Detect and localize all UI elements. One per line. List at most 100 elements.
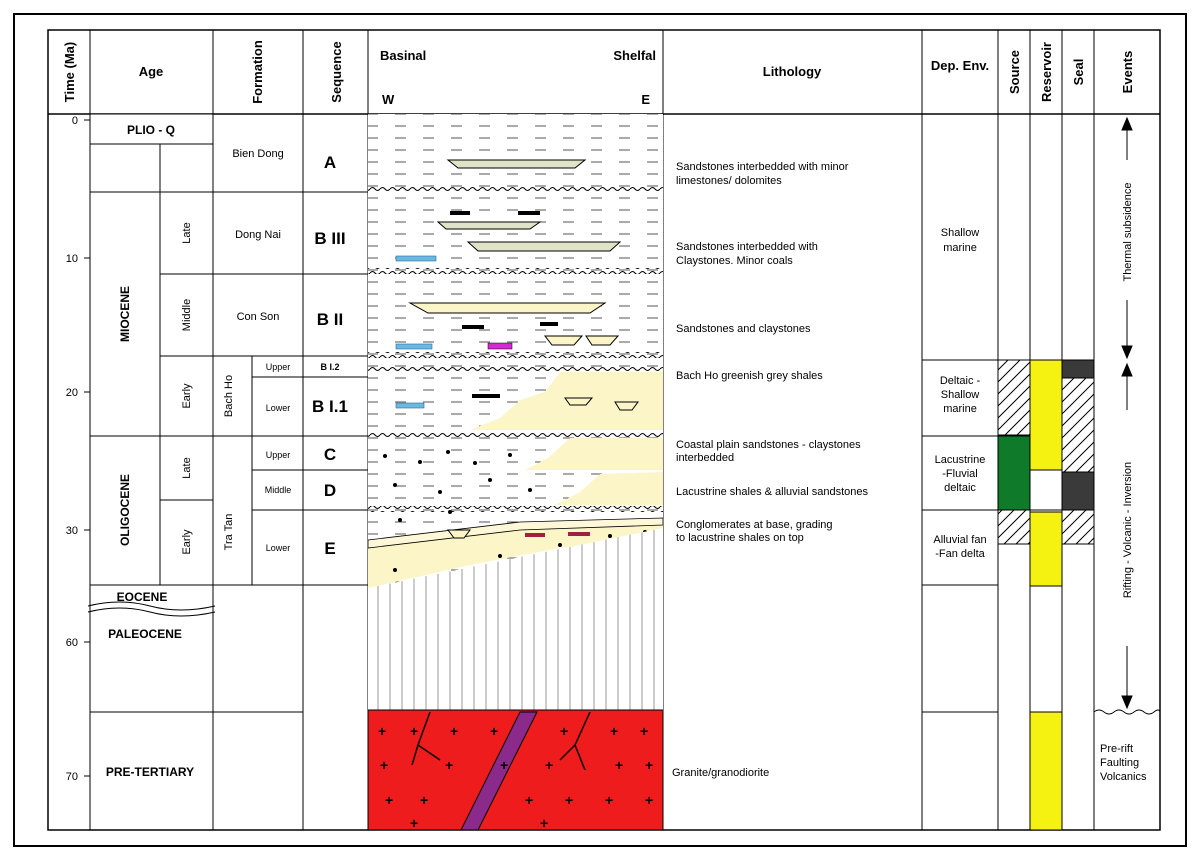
conglomerate-wedge — [368, 520, 663, 588]
event-pre-rift-2: Faulting — [1100, 757, 1139, 769]
volcanic-band — [487, 342, 513, 350]
sequence-c: C — [324, 445, 336, 464]
sequence-b12: B I.2 — [320, 362, 339, 372]
svg-text:+: + — [645, 792, 653, 808]
sequence-b11: B I.1 — [312, 397, 348, 416]
source-rock-interval — [997, 435, 1031, 511]
seal-hatch-2 — [1061, 509, 1095, 545]
reservoir-interval-3 — [1029, 711, 1063, 831]
granite-crosses: +++ +++ +++ +++ +++ +++ +++ — [378, 723, 653, 831]
subage-miocene-early: Early — [181, 383, 193, 409]
dep-env-fan-2: -Fan delta — [935, 548, 985, 560]
events-arrows — [1121, 116, 1133, 710]
header-dep-env-text: Dep. Env. — [931, 58, 989, 73]
lithology-2a: Sandstones interbedded with — [676, 241, 818, 253]
formation-middle-2: Middle — [265, 485, 292, 495]
event-rifting: Rifting - Volcanic - Inversion — [1122, 462, 1134, 598]
subage-miocene-late: Late — [181, 222, 193, 243]
lithology-1a: Sandstones interbedded with minor — [676, 161, 849, 173]
dep-env-shallow-1: Shallow — [941, 227, 980, 239]
age-eocene: EOCENE — [117, 590, 168, 604]
events-pre-rift: Pre-rift Faulting Volcanics — [1100, 743, 1147, 783]
svg-text:+: + — [385, 792, 393, 808]
sand-lenses — [408, 159, 639, 539]
time-tick-10: 10 — [66, 253, 78, 265]
lithology-5a: Coastal plain sandstones - claystones — [676, 439, 861, 451]
svg-text:+: + — [610, 723, 618, 739]
header-shelfal: Shelfal — [613, 48, 656, 63]
lithology-descriptions: Sandstones interbedded with minor limest… — [672, 161, 869, 779]
age-plio-q: PLIO - Q — [127, 123, 175, 137]
dep-env-labels: Shallow marine Deltaic - Shallow marine … — [933, 227, 986, 560]
sequence-b2: B II — [317, 310, 343, 329]
reservoir-interval-2 — [1029, 511, 1063, 587]
lithology-4: Bach Ho greenish grey shales — [676, 370, 823, 382]
time-tick-60: 60 — [66, 637, 78, 649]
time-tick-30: 30 — [66, 525, 78, 537]
subage-oligocene-early: Early — [181, 529, 193, 555]
dep-env-lac-2: -Fluvial — [942, 468, 977, 480]
header-seal: Seal — [1071, 59, 1086, 86]
svg-text:+: + — [450, 723, 458, 739]
svg-text:+: + — [615, 757, 623, 773]
svg-text:+: + — [490, 723, 498, 739]
header-lithology: Lithology — [763, 64, 822, 79]
dep-env-deltaic-1: Deltaic - — [940, 375, 981, 387]
formation-tra-tan: Tra Tan — [223, 514, 235, 551]
subage-miocene-middle: Middle — [181, 299, 193, 331]
svg-text:+: + — [410, 723, 418, 739]
seal-hatch-1 — [1061, 377, 1095, 473]
oligocene-volcanic-bands — [525, 532, 590, 537]
lithology-5b: interbedded — [676, 452, 734, 464]
header-age: Age — [139, 64, 164, 79]
subage-oligocene-late: Late — [181, 457, 193, 478]
lithology-8: Granite/granodiorite — [672, 767, 769, 779]
outer-frame — [13, 13, 1187, 847]
source-hatch-upper — [997, 359, 1031, 436]
svg-text:+: + — [420, 792, 428, 808]
dep-env-lac-3: deltaic — [944, 482, 976, 494]
formation-upper-2: Upper — [266, 450, 291, 460]
formation-lower-1: Lower — [266, 403, 291, 413]
svg-text:+: + — [525, 792, 533, 808]
svg-text:+: + — [380, 757, 388, 773]
svg-text:+: + — [560, 723, 568, 739]
time-tick-marks — [84, 119, 90, 777]
reservoir-interval-1 — [1029, 359, 1063, 471]
formation-bien-dong: Bien Dong — [232, 148, 283, 160]
event-thermal-subsidence: Thermal subsidence — [1122, 182, 1134, 281]
header-dep-env: Dep. Env. — [931, 58, 989, 73]
volcanic-dyke — [460, 711, 538, 831]
basement-faults — [411, 711, 591, 771]
sequence-grid — [303, 191, 368, 586]
header-source: Source — [1007, 50, 1022, 94]
svg-text:+: + — [540, 815, 548, 831]
sequence-e: E — [324, 539, 335, 558]
header-west: W — [382, 92, 395, 107]
cross-section: +++ +++ +++ +++ +++ +++ +++ — [367, 114, 664, 831]
formation-con-son: Con Son — [237, 311, 280, 323]
sequence-b3: B III — [314, 229, 345, 248]
svg-text:+: + — [640, 723, 648, 739]
formation-lower-2: Lower — [266, 543, 291, 553]
limestone-bands — [395, 255, 437, 409]
header-formation: Formation — [250, 40, 265, 104]
formation-dong-nai: Dong Nai — [235, 229, 281, 241]
time-tick-0: 0 — [72, 115, 78, 127]
lithology-7a: Conglomerates at base, grading — [676, 519, 833, 531]
header-east: E — [641, 92, 650, 107]
svg-text:+: + — [378, 723, 386, 739]
events-unconformity — [1093, 709, 1161, 715]
shelf-sand-wedge-c — [525, 438, 663, 470]
lithology-6: Lacustrine shales & alluvial sandstones — [676, 486, 869, 498]
event-pre-rift-1: Pre-rift — [1100, 743, 1133, 755]
dep-env-shallow-2: marine — [943, 242, 977, 254]
svg-text:+: + — [545, 757, 553, 773]
formation-grid — [213, 191, 303, 586]
unconformity-lines — [368, 185, 663, 512]
time-tick-70: 70 — [66, 771, 78, 783]
age-miocene: MIOCENE — [118, 286, 132, 342]
header-sequence: Sequence — [329, 41, 344, 102]
coal-bands — [450, 211, 558, 398]
